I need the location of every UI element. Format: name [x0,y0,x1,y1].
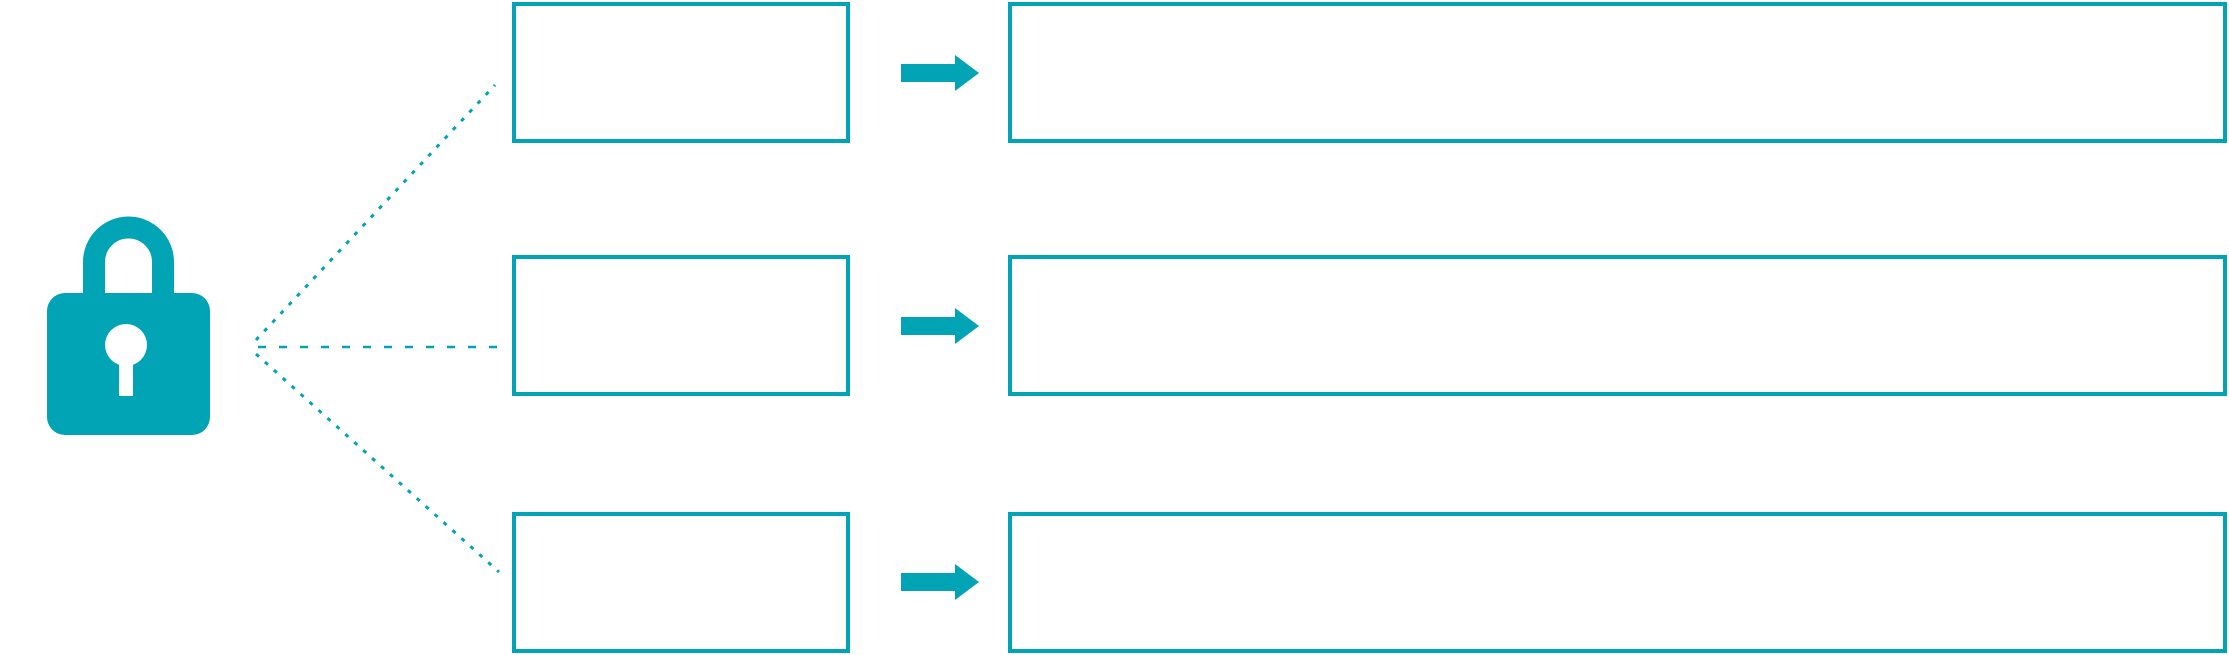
term-box [512,255,850,396]
connector-lines [254,83,502,574]
term-box [512,2,850,143]
padlock-keyhole-stem [119,358,133,396]
description-box [1008,255,2227,396]
arrow-right-icon [901,308,979,344]
padlock-body [47,293,210,435]
description-box [1008,512,2227,653]
dotted-connector-bottom [254,352,501,574]
term-box [512,512,850,653]
arrow-right-icon [901,564,979,600]
arrow-right-icon [901,55,979,91]
padlock-shackle [83,216,174,312]
row-arrows [901,55,979,600]
dotted-connector-top [254,83,497,342]
padlock-keyhole-circle [105,324,147,366]
description-box [1008,2,2227,143]
padlock-icon [47,216,210,435]
